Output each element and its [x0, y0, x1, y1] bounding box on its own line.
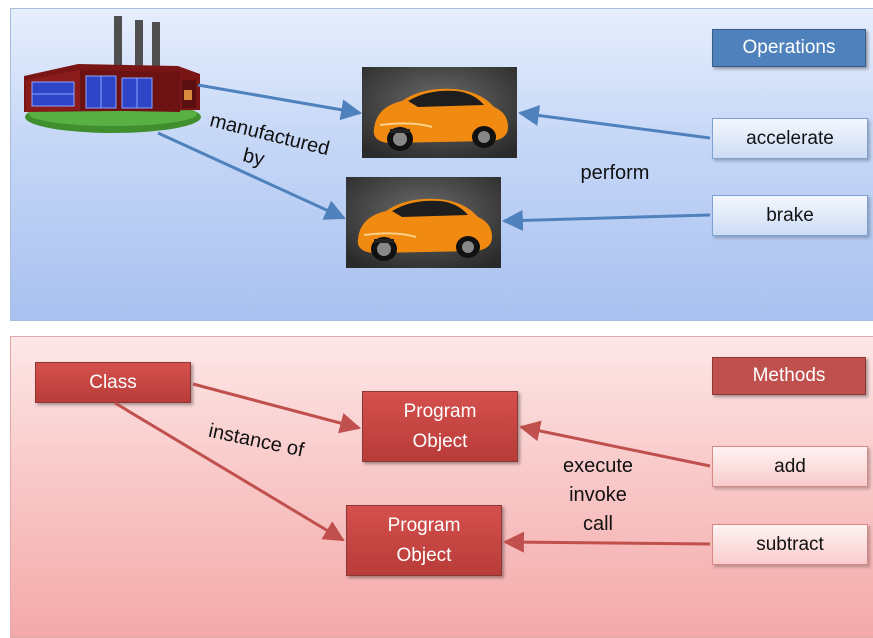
car-image-2	[346, 177, 501, 268]
call-label: call	[582, 513, 613, 535]
program-object-1-line1: Program	[403, 400, 477, 422]
arrow-class-to-object2	[114, 401, 345, 542]
program-object-1-line2: Object	[412, 430, 468, 452]
program-object-2-line1: Program	[387, 514, 461, 536]
arrow-factory-to-car2	[157, 131, 346, 220]
arrow-subtract-to-object2	[502, 531, 711, 553]
execute-invoke-call-label: execute invoke call	[548, 452, 648, 539]
program-object-box-2: Program Object	[346, 505, 502, 576]
arrow-accelerate-to-car1	[517, 105, 711, 140]
method-add: add	[712, 446, 868, 487]
operations-title: Operations	[712, 29, 866, 67]
factory-icon	[24, 16, 201, 133]
program-object-box-1: Program Object	[362, 391, 518, 462]
arrow-add-to-object1	[518, 420, 711, 468]
operation-accelerate: accelerate	[712, 118, 868, 159]
method-subtract: subtract	[712, 524, 868, 565]
operation-brake: brake	[712, 195, 868, 236]
execute-label: execute	[562, 455, 634, 477]
methods-title: Methods	[712, 357, 866, 395]
program-object-2-line2: Object	[396, 544, 452, 566]
perform-label: perform	[580, 162, 650, 184]
arrow-brake-to-car2	[501, 209, 711, 231]
arrow-class-to-object1	[192, 382, 362, 434]
class-box: Class	[35, 362, 191, 403]
car-image-1	[362, 67, 517, 158]
invoke-label: invoke	[569, 484, 627, 506]
arrow-factory-to-car1	[197, 83, 363, 121]
